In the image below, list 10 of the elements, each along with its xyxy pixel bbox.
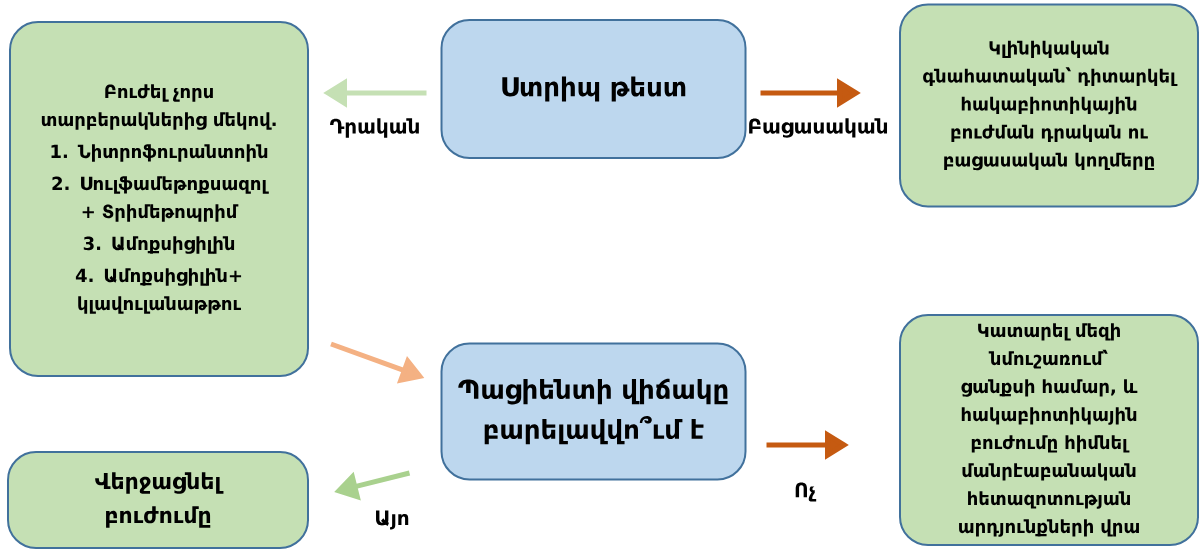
rounded-box: Կլինիկական գնահատական՝ դիտարկել հակաբիոտիկային բուժման դրական ու բացասական կողմերը xyxy=(899,3,1199,208)
edge-label: Այո xyxy=(376,510,409,530)
rounded-box: Պացիենտի վիճակը բարելավվո՞ւմ է xyxy=(440,342,747,481)
rounded-box: Ստրիպ թեստ xyxy=(440,19,747,159)
edge-label: Դրական xyxy=(330,118,419,138)
edge-label: Բացասական xyxy=(749,118,887,138)
edge-label: Ոչ xyxy=(795,482,817,502)
rounded-box: Բուժել չորս տարբերակներից մեկով. 1. Նիտրոֆուրանտոին 2. Սուլֆամեթոքսազոլ + Տրիմեթոպրիմ 3. Ամոքսիցիլին 4. Ամոքսիցիլին+ կլավուլանաթթու xyxy=(9,21,309,377)
rounded-box: Վերջացնել բուժումը xyxy=(7,451,309,549)
rounded-box: Կատարել մեզի նմուշառում՝ ցանքսի համար, և հակաբիոտիկային բուժումը հիմնել մանրէաբանական հետազոտության արդյունքների վրա xyxy=(899,314,1199,546)
